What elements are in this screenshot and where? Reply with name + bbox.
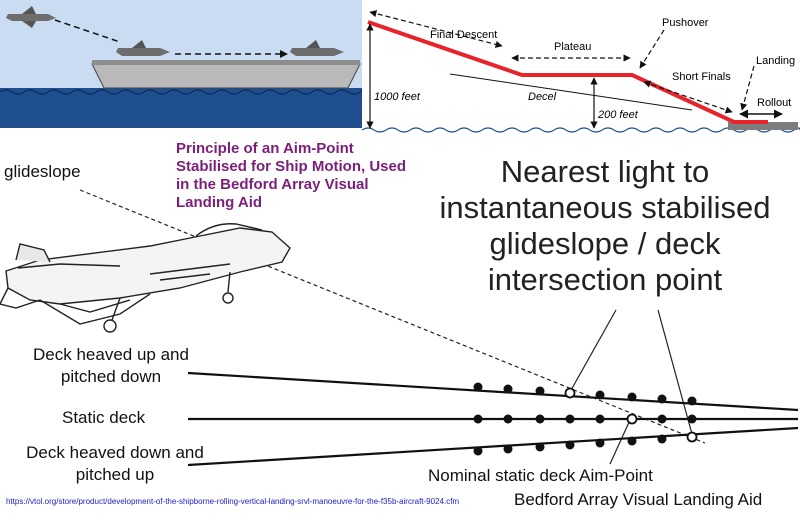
headline-line-2: instantaneous stabilised: [439, 190, 771, 225]
jet-icon: [116, 40, 170, 56]
deck-heaved-down-label: Deck heaved down and pitched up: [2, 442, 228, 486]
aim-point-diagram: [0, 128, 800, 515]
static-deck-lights: [473, 413, 697, 425]
decel-label: Decel: [528, 91, 557, 103]
pointer-line-upper: [569, 309, 617, 393]
landing-label: Landing: [756, 55, 795, 67]
approach-scene-panel: [0, 0, 375, 128]
deck-down-line-1: Deck heaved down and: [26, 443, 204, 462]
light-dot: [565, 440, 575, 450]
sea: [0, 88, 362, 128]
nominal-aim-point-dot: [626, 413, 638, 425]
light-dot: [503, 384, 513, 394]
ship-hull: [91, 63, 361, 89]
alt-1000-label: 1000 feet: [374, 91, 421, 103]
short-finals-label: Short Finals: [672, 71, 731, 83]
light-dot: [595, 438, 605, 448]
light-dot: [535, 442, 545, 452]
path-descent: [54, 19, 121, 43]
headline-line-1: Nearest light to: [500, 154, 710, 189]
light-dot: [595, 390, 605, 400]
path-arrowhead: [280, 50, 288, 58]
descent-profile-line: [367, 20, 768, 124]
pointer-line-nominal: [609, 419, 631, 465]
caption-line-2: Stabilised for Ship Motion, Used: [176, 158, 407, 175]
landing-profile-svg: Final Descent Plateau Pushover Landing S…: [361, 10, 800, 133]
light-dot: [687, 396, 697, 406]
light-dot: [627, 436, 637, 446]
deck-down-line-2: pitched up: [75, 465, 155, 484]
deck-up-line-1: Deck heaved up and: [33, 345, 189, 364]
light-dot: [687, 414, 697, 424]
decel-line: [449, 73, 693, 111]
deck-up-line: [187, 371, 799, 412]
glideslope-line: [79, 189, 706, 444]
rollout-label: Rollout: [757, 97, 791, 109]
caption-line-4: Landing Aid: [176, 194, 263, 211]
principle-caption: Principle of an Aim-Point Stabilised for…: [176, 140, 466, 212]
profile-ship: [728, 122, 798, 130]
light-dot: [565, 414, 575, 424]
light-dot: [473, 414, 483, 424]
wave-line: [0, 89, 375, 95]
light-dot: [535, 386, 545, 396]
f35b-aircraft-drawing: [0, 223, 291, 333]
deck-down-lights: [473, 431, 698, 456]
nominal-aim-point-label: Nominal static deck Aim-Point: [428, 466, 653, 485]
static-deck-label: Static deck: [62, 408, 146, 427]
headline-line-3: glideslope / deck: [489, 226, 721, 261]
light-dot: [657, 414, 667, 424]
bedford-array-label: Bedford Array Visual Landing Aid: [514, 490, 763, 509]
headline-nearest-light: Nearest light to instantaneous stabilise…: [410, 154, 800, 298]
landing-arrow: [740, 65, 755, 111]
final-descent-arrow: [369, 10, 503, 48]
light-dot: [503, 414, 513, 424]
landing-profile-panel: Final Descent Plateau Pushover Landing S…: [361, 0, 800, 140]
deck-up-line-2: pitched down: [60, 367, 162, 386]
light-dot: [657, 434, 667, 444]
nearest-light-open-dot: [564, 387, 576, 399]
jet-icon: [6, 6, 56, 28]
light-dot: [595, 414, 605, 424]
light-dot: [503, 444, 513, 454]
jet-icon: [290, 40, 344, 56]
plateau-label: Plateau: [554, 41, 591, 53]
alt-200-label: 200 feet: [597, 109, 639, 121]
light-dot: [473, 446, 483, 456]
pushover-arrow: [639, 29, 665, 69]
deck-up-lights: [473, 382, 697, 406]
nearest-light-open-dot: [686, 431, 698, 443]
pointer-line-lower: [657, 309, 693, 435]
ship-deck: [92, 60, 360, 65]
aim-point-svg: [0, 189, 799, 467]
light-dot: [657, 394, 667, 404]
source-url-link[interactable]: https://vtol.org/store/product/developme…: [6, 497, 460, 506]
light-dot: [473, 382, 483, 392]
approach-scene-svg: [0, 0, 375, 128]
light-dot: [535, 414, 545, 424]
pushover-label: Pushover: [662, 17, 709, 29]
deck-heaved-up-label: Deck heaved up and pitched down: [6, 344, 216, 388]
caption-line-3: in the Bedford Array Visual: [176, 176, 369, 193]
light-dot: [627, 392, 637, 402]
final-descent-label: Final Descent: [430, 29, 497, 41]
caption-line-1: Principle of an Aim-Point: [176, 140, 354, 157]
headline-line-4: intersection point: [487, 262, 723, 297]
glideslope-label: glideslope: [4, 162, 81, 181]
deck-down-line: [187, 426, 799, 467]
